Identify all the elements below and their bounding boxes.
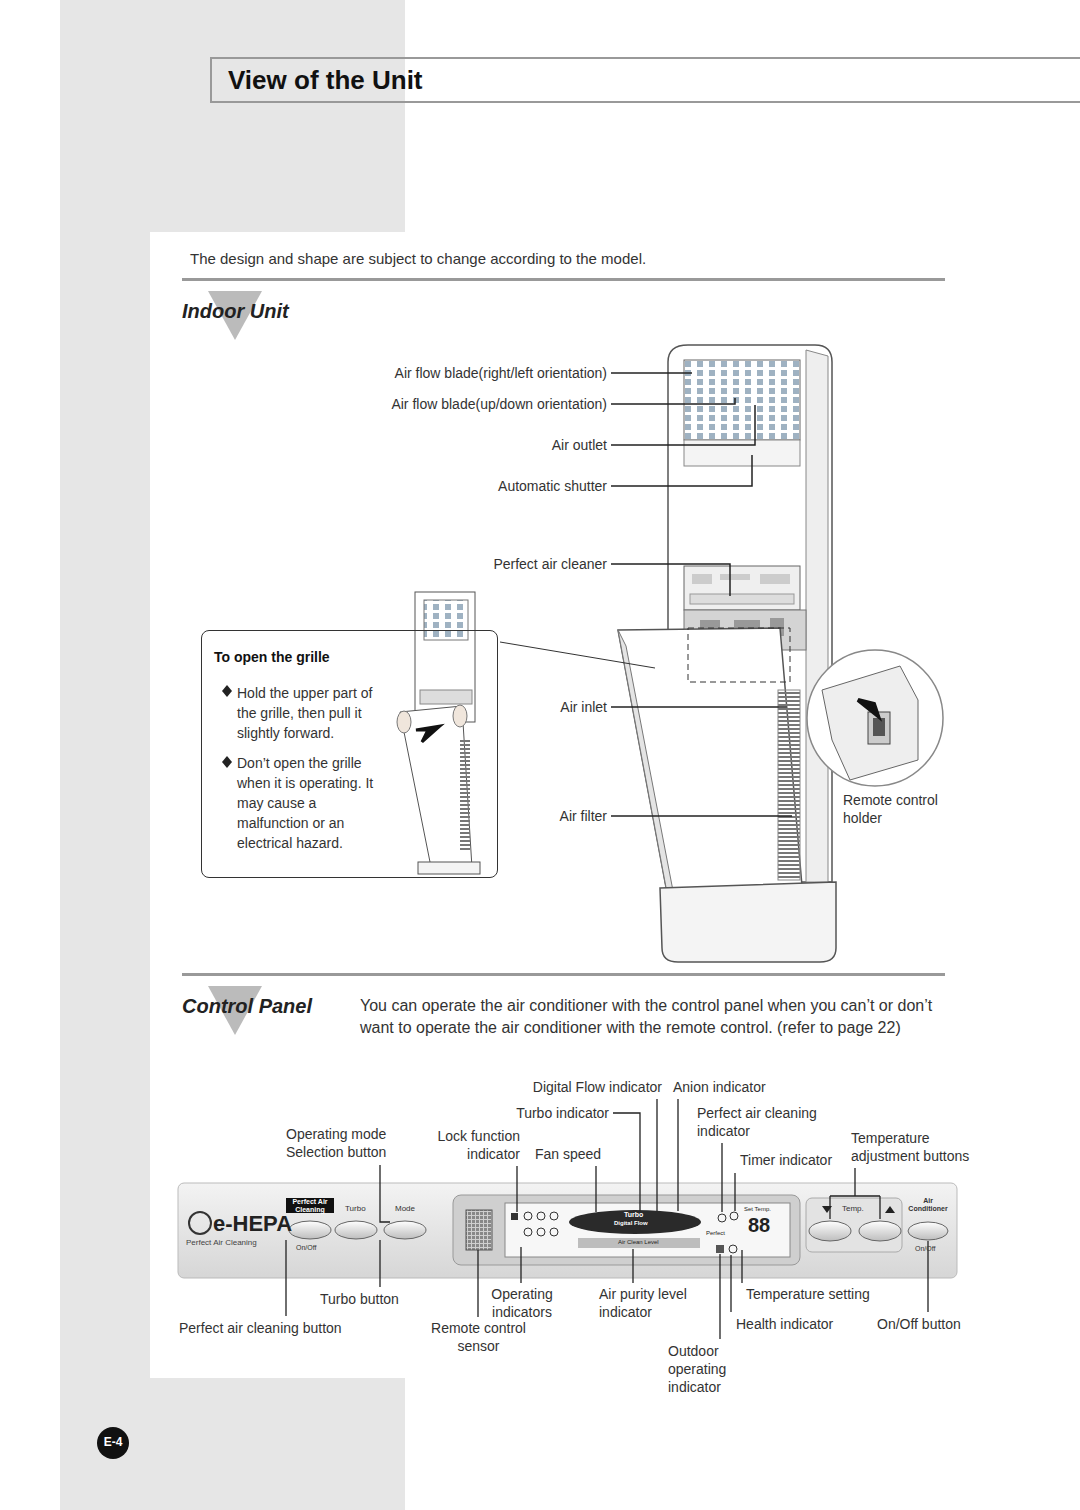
part-label: Remote control holder: [843, 791, 953, 827]
part-label: Air outlet: [552, 436, 607, 454]
part-label: Air filter: [560, 807, 607, 825]
display-text: Digital Flow: [614, 1220, 648, 1228]
page-title: View of the Unit: [210, 57, 1080, 103]
section-heading: Indoor Unit: [182, 298, 289, 324]
part-label: Turbo indicator: [516, 1104, 609, 1122]
part-label: Air inlet: [560, 698, 607, 716]
part-label: Lock function indicator: [425, 1127, 520, 1163]
note: The design and shape are subject to chan…: [190, 249, 646, 269]
button-caption: Perfect Air Cleaning: [286, 1198, 334, 1213]
logo-subtitle: Perfect Air Cleaning: [186, 1238, 257, 1248]
description: You can operate the air conditioner with…: [360, 995, 945, 1039]
display-text: Turbo: [624, 1210, 643, 1219]
part-label: Air flow blade(up/down orientation): [391, 395, 607, 413]
part-label: Temperature adjustment buttons: [851, 1129, 991, 1165]
part-label: Temperature setting: [746, 1285, 870, 1303]
part-label: Health indicator: [736, 1315, 833, 1333]
display-text: Air Clean Level: [618, 1239, 659, 1247]
part-label: Digital Flow indicator: [533, 1078, 662, 1096]
part-label: Turbo button: [320, 1290, 399, 1308]
brand-logo: e-HEPA: [213, 1210, 292, 1239]
button-caption: On/Off: [915, 1244, 936, 1253]
part-label: Fan speed: [535, 1145, 601, 1163]
button-caption: On/Off: [296, 1243, 317, 1252]
part-label: Remote control sensor: [426, 1319, 531, 1355]
part-label: Perfect air cleaning indicator: [697, 1104, 837, 1140]
display-text: Set Temp.: [744, 1206, 771, 1214]
button-caption: Turbo: [345, 1204, 366, 1214]
part-label: Perfect air cleaner: [493, 555, 607, 573]
part-label: Timer indicator: [740, 1151, 832, 1169]
instruction-text: Don’t open the grille when it is operati…: [237, 753, 387, 853]
box-heading: To open the grille: [214, 647, 330, 667]
instruction-text: Hold the upper part of the grille, then …: [237, 683, 387, 743]
part-label: Automatic shutter: [498, 477, 607, 495]
part-label: Air flow blade(right/left orientation): [395, 364, 607, 382]
part-label: Operating mode Selection button: [286, 1125, 404, 1161]
part-label: Anion indicator: [673, 1078, 766, 1096]
part-label: Operating indicators: [482, 1285, 562, 1321]
section-heading: Control Panel: [182, 993, 312, 1019]
display-text: Perfect: [706, 1230, 725, 1238]
part-label: On/Off button: [877, 1315, 961, 1333]
button-caption: Temp.: [842, 1204, 864, 1214]
note-box: To open the grilleHold the upper part of…: [201, 630, 498, 878]
button-caption: Mode: [395, 1204, 415, 1214]
part-label: Outdoor operating indicator: [668, 1342, 778, 1397]
page-number: E-4: [97, 1435, 129, 1451]
button-caption: Air Conditioner: [905, 1197, 951, 1212]
part-label: Air purity level indicator: [599, 1285, 704, 1321]
part-label: Perfect air cleaning button: [179, 1319, 342, 1337]
display-digits: 88: [748, 1214, 770, 1236]
